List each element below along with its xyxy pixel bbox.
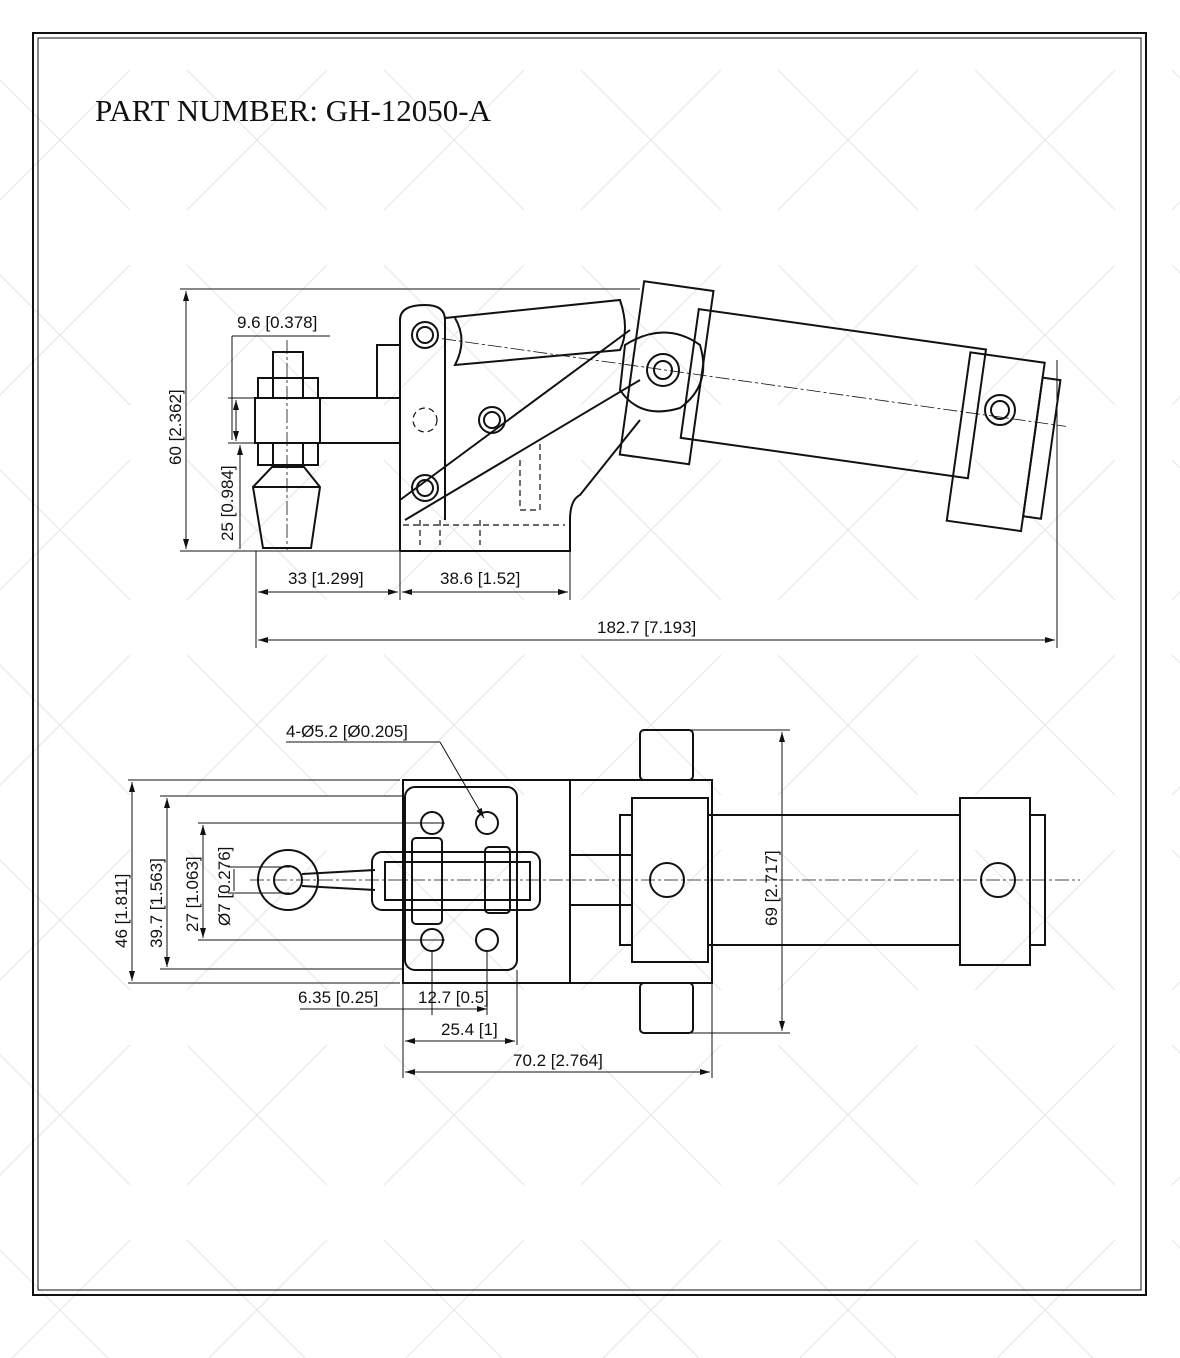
- watermark-mark: [974, 264, 1116, 406]
- dim-60: 60 [2.362]: [166, 389, 185, 465]
- watermark-mark: [777, 654, 919, 796]
- watermark-mark: [1171, 264, 1180, 406]
- watermark-mark: [0, 654, 131, 796]
- spindle-body: [254, 397, 321, 444]
- watermark-mark: [383, 1239, 525, 1358]
- watermark-mark: [974, 1239, 1116, 1358]
- hex-nut-bottom: [257, 442, 319, 466]
- watermark-mark: [777, 69, 919, 211]
- watermark-mark: [0, 849, 131, 991]
- base: [400, 419, 641, 552]
- watermark-mark: [1171, 459, 1180, 601]
- dim-12-7: 12.7 [0.5]: [418, 988, 489, 1007]
- watermark-mark: [1171, 1239, 1180, 1249]
- dim-hole-dia: 4-Ø5.2 [Ø0.205]: [286, 722, 408, 741]
- watermark-mark: [186, 1044, 328, 1186]
- dim-25-4: 25.4 [1]: [441, 1020, 498, 1039]
- link: [399, 329, 641, 521]
- clamp-body: [399, 303, 446, 551]
- piston-rod: [444, 298, 626, 367]
- watermark-mark: [186, 459, 328, 601]
- watermark-mark: [580, 69, 722, 211]
- pivot-pin-top: [639, 729, 694, 781]
- dim-6-35: 6.35 [0.25]: [298, 988, 378, 1007]
- watermark-mark: [1171, 654, 1180, 796]
- side-view: 9.6 [0.378] 60 [2.362] 25 [0.984] 33 [1.…: [166, 280, 1067, 648]
- watermark-mark: [580, 1239, 722, 1358]
- part-number-title: PART NUMBER: GH-12050-A: [95, 93, 492, 128]
- hex-nut-top: [257, 377, 319, 399]
- watermark-mark: [974, 459, 1116, 601]
- top-view: 4-Ø5.2 [Ø0.205] 46 [1.811] 39.7 [1.563] …: [112, 722, 1080, 1078]
- spindle-eye: [257, 849, 319, 911]
- dim-70-2: 70.2 [2.764]: [513, 1051, 603, 1070]
- u-bracket: [371, 851, 541, 911]
- watermark-mark: [974, 1044, 1116, 1186]
- mounting-hole: [420, 928, 444, 952]
- watermark-mark: [580, 849, 722, 991]
- pivot-pin-bottom: [639, 982, 694, 1034]
- dim-27: 27 [1.063]: [183, 856, 202, 932]
- dim-69: 69 [2.717]: [762, 850, 781, 926]
- dim-182-7: 182.7 [7.193]: [597, 618, 696, 637]
- watermark-mark: [383, 69, 525, 211]
- cylinder-endcap: [959, 797, 1031, 966]
- mounting-plate: [404, 786, 518, 971]
- watermark-mark: [777, 849, 919, 991]
- watermark-mark: [383, 459, 525, 601]
- watermark-mark: [383, 264, 525, 406]
- dim-39-7: 39.7 [1.563]: [147, 858, 166, 948]
- mounting-hole: [420, 811, 444, 835]
- watermark-mark: [0, 264, 131, 406]
- watermark-mark: [580, 654, 722, 796]
- watermark-mark: [1171, 69, 1180, 211]
- watermark-mark: [1171, 849, 1180, 991]
- dim-46: 46 [1.811]: [112, 874, 131, 948]
- frame: [402, 779, 713, 984]
- rubber-tip: [251, 466, 322, 549]
- watermark-mark: [186, 1239, 328, 1358]
- watermark-mark: [974, 654, 1116, 796]
- watermark-mark: [777, 1239, 919, 1358]
- watermark-mark: [0, 1239, 131, 1358]
- dim-33: 33 [1.299]: [288, 569, 364, 588]
- dim-38-6: 38.6 [1.52]: [440, 569, 520, 588]
- mounting-hole: [475, 811, 499, 835]
- watermark-mark: [777, 264, 919, 406]
- mounting-hole: [475, 928, 499, 952]
- dim-25: 25 [0.984]: [218, 465, 237, 541]
- inner-border: [37, 37, 1142, 1291]
- watermark-mark: [0, 69, 131, 211]
- dim-7: Ø7 [0.276]: [215, 847, 234, 926]
- watermark-mark: [1171, 1044, 1180, 1186]
- watermark-pattern: [0, 69, 1180, 1358]
- watermark-mark: [186, 654, 328, 796]
- watermark-mark: [580, 1044, 722, 1186]
- watermark-mark: [580, 459, 722, 601]
- watermark-mark: [383, 654, 525, 796]
- watermark-mark: [0, 459, 131, 601]
- watermark-mark: [383, 1044, 525, 1186]
- watermark-mark: [777, 459, 919, 601]
- outer-border: [32, 32, 1147, 1296]
- cylinder-side: [442, 280, 1067, 533]
- watermark-mark: [0, 1044, 131, 1186]
- watermark-mark: [974, 69, 1116, 211]
- watermark-mark: [777, 1044, 919, 1186]
- watermark-mark: [186, 69, 328, 211]
- dim-9-6: 9.6 [0.378]: [237, 313, 317, 332]
